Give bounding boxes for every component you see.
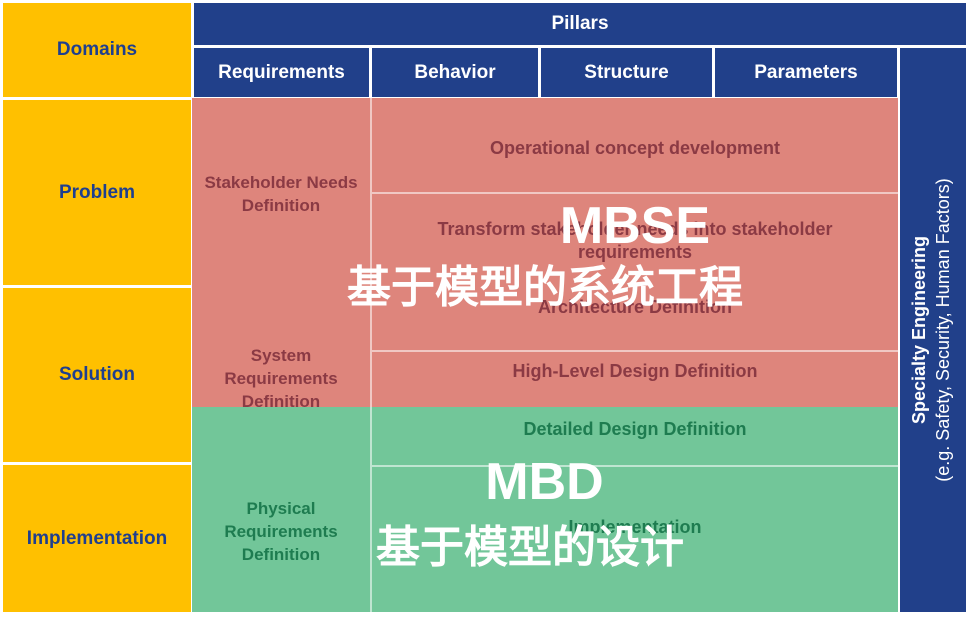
cell-line: Requirements bbox=[224, 368, 338, 388]
detailed-design-cell: Detailed Design Definition bbox=[372, 414, 898, 444]
domain-solution: Solution bbox=[3, 288, 191, 462]
pillars-header-label: Pillars bbox=[551, 13, 609, 34]
column-header-label: Structure bbox=[584, 61, 669, 83]
cell-line: System bbox=[250, 345, 312, 365]
domains-header: Domains bbox=[3, 3, 191, 97]
column-header-parameters: Parameters bbox=[715, 48, 897, 97]
column-header-label: Requirements bbox=[218, 61, 345, 83]
grid-divider bbox=[372, 465, 898, 467]
cell-line: Operational concept development bbox=[489, 137, 781, 158]
specialty-subtitle: (e.g. Safety, Security, Human Factors) bbox=[933, 178, 953, 482]
column-header-behavior: Behavior bbox=[372, 48, 538, 97]
physical-requirements-cell: Physical Requirements Definition bbox=[192, 495, 370, 567]
specialty-engineering-label: Specialty Engineering (e.g. Safety, Secu… bbox=[907, 35, 959, 625]
mbse-region bbox=[192, 98, 898, 407]
grid-divider bbox=[372, 350, 898, 352]
cell-line: High-Level Design Definition bbox=[512, 360, 758, 381]
cell-line: Stakeholder Needs bbox=[204, 173, 358, 192]
specialty-title: Specialty Engineering bbox=[909, 235, 929, 425]
grid-divider bbox=[372, 192, 898, 194]
cell-line: Physical bbox=[246, 498, 316, 518]
mbse-title: MBSE bbox=[559, 197, 711, 255]
cell-line: Transform stakeholder needs into stakeho… bbox=[437, 219, 833, 239]
mbse-subtitle: 基于模型的系统工程 bbox=[347, 263, 743, 312]
column-header-label: Parameters bbox=[754, 61, 858, 83]
grid-vertical-divider bbox=[370, 98, 372, 612]
cell-line: Requirements bbox=[224, 521, 338, 541]
cell-line: Definition bbox=[241, 544, 321, 564]
architecture-definition-cell: Architecture Definition bbox=[372, 293, 898, 321]
cell-line: requirements bbox=[577, 242, 693, 262]
transform-needs-cell: Transform stakeholder needs into stakeho… bbox=[372, 215, 898, 267]
domain-solution-label: Solution bbox=[59, 364, 135, 385]
operational-concept-cell: Operational concept development bbox=[372, 130, 898, 166]
domains-header-label: Domains bbox=[56, 39, 138, 60]
domain-problem: Problem bbox=[3, 100, 191, 285]
pillars-header: Pillars bbox=[194, 3, 966, 45]
cell-line: Definition bbox=[241, 391, 321, 411]
cell-line: Architecture Definition bbox=[537, 296, 733, 317]
domain-implementation: Implementation bbox=[3, 465, 191, 612]
domain-problem-label: Problem bbox=[58, 181, 136, 203]
implementation-cell: Implementation bbox=[372, 512, 898, 542]
specialty-engineering-column: Specialty Engineering (e.g. Safety, Secu… bbox=[900, 48, 966, 612]
cell-line: Detailed Design Definition bbox=[523, 418, 747, 439]
column-header-label: Behavior bbox=[414, 61, 496, 83]
mbd-region bbox=[192, 407, 898, 612]
column-header-structure: Structure bbox=[541, 48, 712, 97]
high-level-design-cell: High-Level Design Definition bbox=[372, 356, 898, 386]
stakeholder-needs-cell: Stakeholder Needs Definition bbox=[192, 160, 370, 228]
cell-line: Definition bbox=[241, 196, 321, 215]
cell-line: Implementation bbox=[568, 516, 702, 537]
column-header-requirements: Requirements bbox=[194, 48, 369, 97]
domain-implementation-label: Implementation bbox=[26, 527, 168, 549]
mbd-subtitle: 基于模型的设计 bbox=[376, 523, 684, 572]
system-requirements-cell: System Requirements Definition bbox=[192, 342, 370, 414]
mbd-title: MBD bbox=[485, 453, 604, 511]
